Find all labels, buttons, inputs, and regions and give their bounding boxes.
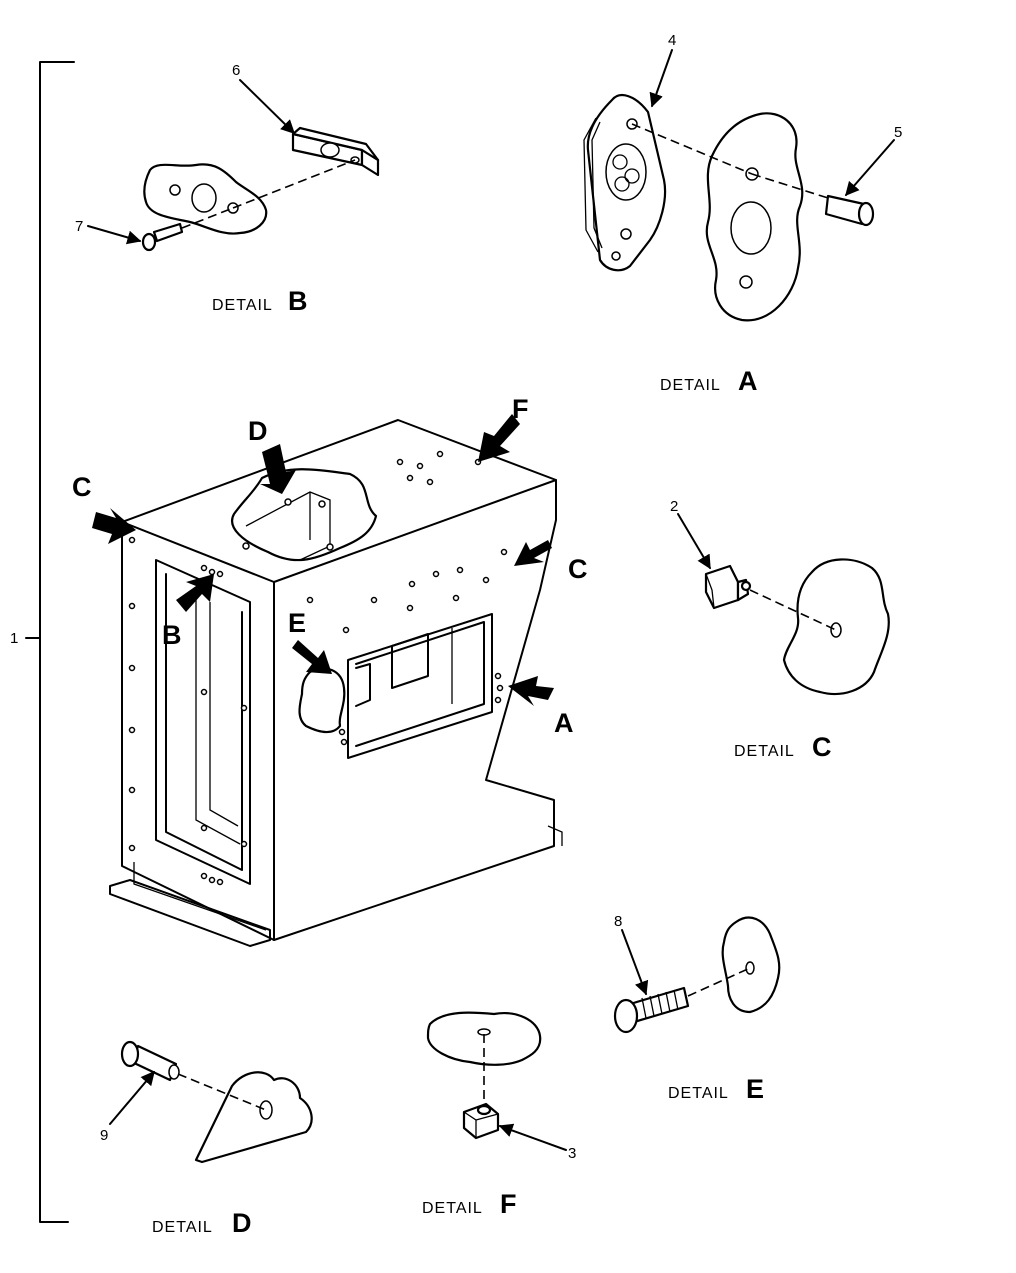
detail-f-word: DETAIL [422,1200,483,1217]
detail-d-group: 9 DETAIL D [100,1040,313,1238]
location-arrow-icon [92,508,136,544]
marker-c-left: C [72,472,92,502]
callout-2: 2 [670,498,678,515]
detail-b-group: 6 7 DETAIL B [75,62,380,316]
detail-b-word: DETAIL [212,297,273,314]
marker-a: A [554,708,574,738]
location-arrow-icon [508,676,554,706]
location-arrow-icon [514,540,552,566]
callout-8: 8 [614,913,622,930]
detail-b-letter: B [288,286,308,316]
screw-5 [824,194,875,227]
detail-a-group: 4 5 DETAIL A [583,32,902,396]
location-arrow-icon [478,414,520,462]
detail-a-word: DETAIL [660,377,721,394]
pin-9 [120,1040,180,1082]
detail-c-word: DETAIL [734,743,795,760]
assembly-callout: 1 [10,630,18,647]
marker-f: F [512,394,529,424]
marker-c-right: C [568,554,588,584]
detail-e-letter: E [746,1074,764,1104]
detail-d-plate [194,1071,313,1164]
detail-f-group: 3 DETAIL F [422,1011,576,1219]
screw-8 [613,986,690,1034]
detail-e-word: DETAIL [668,1085,729,1102]
nut-plate-4 [583,94,667,272]
marker-d: D [248,416,268,446]
callout-4: 4 [668,32,676,49]
screw-7 [141,222,184,252]
clip-nut-6 [291,126,380,177]
marker-e: E [288,608,306,638]
caged-nut-2 [704,564,752,610]
detail-c-group: 2 DETAIL C [670,498,890,762]
detail-d-word: DETAIL [152,1219,213,1236]
location-arrow-icon [260,444,296,494]
callout-7: 7 [75,218,83,235]
detail-d-letter: D [232,1208,252,1238]
location-arrow-icon [176,574,214,612]
detail-f-letter: F [500,1189,517,1219]
location-markers: F D C C B E A [72,394,588,738]
detail-c-letter: C [812,732,832,762]
callout-9: 9 [100,1127,108,1144]
marker-b: B [162,620,182,650]
callout-5: 5 [894,124,902,141]
caged-nut-3 [462,1102,500,1140]
location-arrow-icon [292,640,332,674]
detail-a-letter: A [738,366,758,396]
assembly-bracket: 1 [10,61,75,1223]
callout-6: 6 [232,62,240,79]
callout-3: 3 [568,1145,576,1162]
detail-e-group: 8 DETAIL E [613,913,781,1104]
main-chassis [109,419,563,947]
